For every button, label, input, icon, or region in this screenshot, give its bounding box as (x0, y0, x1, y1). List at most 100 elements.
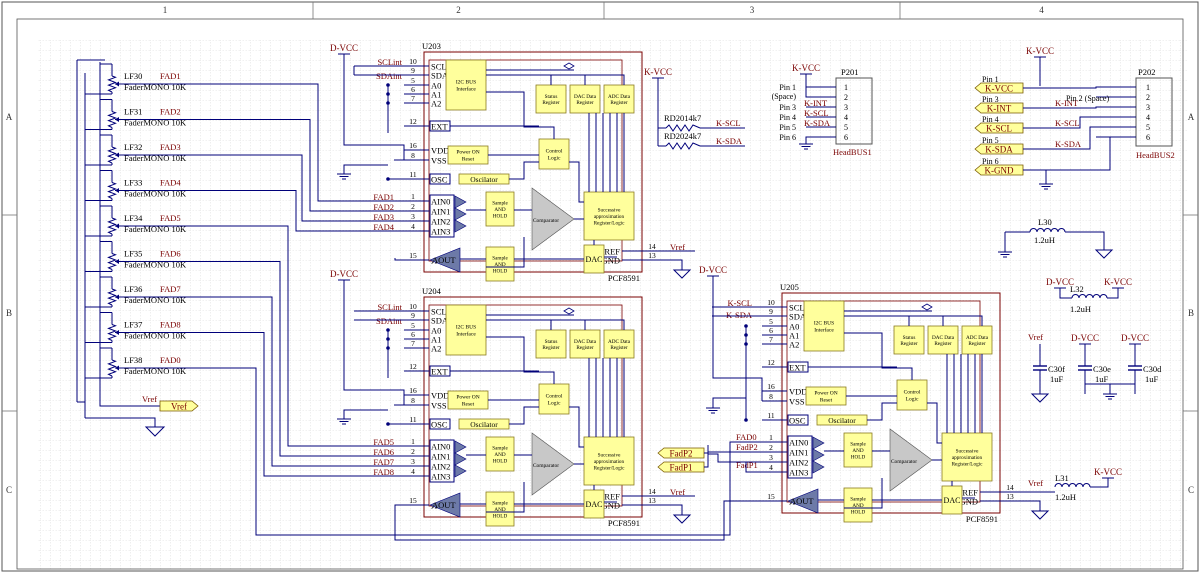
control-logic-block-text: Control (904, 390, 921, 396)
control-logic-block (538, 383, 570, 415)
pin-name: SCL (431, 307, 447, 317)
fader-net-label: FAD5 (160, 213, 181, 223)
ctrl-sar (569, 161, 584, 203)
pin-number: 2 (411, 202, 415, 211)
pin-number: 8 (769, 392, 773, 401)
input-mux (454, 195, 467, 209)
vref-net-label: Vref (670, 242, 685, 252)
pin-number: 6 (769, 326, 773, 335)
inductor-value: 1.2uH (1034, 235, 1055, 245)
pin-number: 9 (411, 66, 415, 75)
pin-number: 3 (1146, 103, 1150, 112)
chip-part: PCF8591 (966, 514, 998, 524)
fad-wire (128, 225, 404, 447)
fader-net-label: FAD8 (160, 320, 181, 330)
pin-name: A2 (431, 99, 441, 109)
i2c-block (445, 304, 487, 356)
pin-name: AGND (953, 497, 978, 507)
net-label: K-SCL (716, 118, 741, 128)
dac-register-block (569, 84, 601, 114)
pin-number: 9 (769, 307, 773, 316)
pin-name: AIN2 (789, 458, 808, 468)
sample-hold-2-block-text: Sample (492, 501, 508, 507)
resistor-ref: RD2024k7 (664, 131, 701, 141)
control-logic-block-text: Logic (906, 396, 919, 402)
adc-register-block (961, 325, 993, 355)
input-mux (454, 464, 467, 478)
ain3-wire (745, 462, 762, 473)
pin-name: OSC (431, 420, 448, 430)
agnd-wire (660, 504, 683, 515)
sample-hold-1-block-text: AND (494, 207, 505, 213)
l32-wire (1107, 288, 1119, 299)
net-label: K-SDA (1055, 139, 1082, 149)
l30-wire (1065, 231, 1105, 246)
pin-number: 1 (411, 437, 415, 446)
fader-value: FaderMONO 10K (124, 260, 187, 270)
inner-border (16, 18, 1184, 570)
power-on-reset-block-text: Power ON (456, 150, 479, 156)
pin-number: 5 (411, 76, 415, 85)
fader-wiper-arrow (115, 152, 119, 158)
fad-wire (128, 83, 404, 202)
vref-port (159, 400, 199, 412)
sar-block-text: Register/Logic (594, 465, 626, 471)
sar-block-text: Successive (598, 453, 621, 459)
pin-number: 14 (648, 242, 656, 251)
pin-number: 6 (411, 330, 415, 339)
dac-text: DAC (586, 255, 603, 264)
adc-register-block (603, 84, 635, 114)
sar-block-text: approximation (594, 214, 625, 220)
ain-net-label: FAD8 (373, 467, 394, 477)
adc-register-block-text: ADC Data (608, 339, 631, 345)
fader-wiper-arrow (115, 365, 119, 371)
input-mux (454, 452, 467, 466)
sar-block-text: approximation (952, 455, 983, 461)
sar-block-text: Register/Logic (952, 461, 984, 467)
i2c-block (803, 300, 845, 352)
pin-number: 1 (769, 433, 773, 442)
net-label: K-INT (804, 98, 828, 108)
oscillator-text: Oscilator (470, 175, 498, 184)
fader-resistor (107, 111, 117, 128)
ground-triangle (672, 269, 692, 279)
l31-wire (1090, 478, 1109, 488)
i2c-block-text: Interface (456, 85, 476, 92)
sample-hold-2-block-text: HOLD (493, 268, 508, 274)
sample-hold-2-block-text: Sample (850, 497, 866, 503)
net-label: Vref (1028, 332, 1043, 342)
supply-label: K-VCC (1104, 277, 1132, 287)
fader-resistor (107, 75, 117, 93)
adc-register-block-text: Register (610, 345, 628, 351)
ain-net-label: FAD3 (373, 212, 394, 222)
sar-block (941, 432, 993, 482)
fader-resistor (107, 288, 117, 306)
supply-label: D-VCC (1121, 333, 1149, 343)
pin-name: AIN3 (789, 468, 808, 478)
sample-hold-1-block-text: AND (494, 452, 505, 458)
comparator-shape (531, 187, 575, 251)
aout-buffer (429, 492, 461, 518)
ain-net-label: FAD4 (373, 222, 394, 232)
fader-value: FaderMONO 10K (124, 366, 187, 376)
p202-port-label: K-GND (985, 165, 1014, 175)
pin-number: 3 (844, 103, 848, 112)
connector-ref: P202 (1138, 67, 1155, 77)
sample-hold-1-block-text: AND (852, 448, 863, 454)
junction-dot (386, 92, 390, 96)
pin-name: VSS (789, 397, 805, 407)
dac-register-block-text: Register (934, 341, 952, 347)
pin-name: SDA (789, 312, 807, 322)
control-logic-block-text: Logic (548, 400, 561, 406)
ain-frame (787, 435, 813, 479)
pin-number: 16 (409, 386, 417, 395)
pin-name: SDA (431, 71, 449, 81)
